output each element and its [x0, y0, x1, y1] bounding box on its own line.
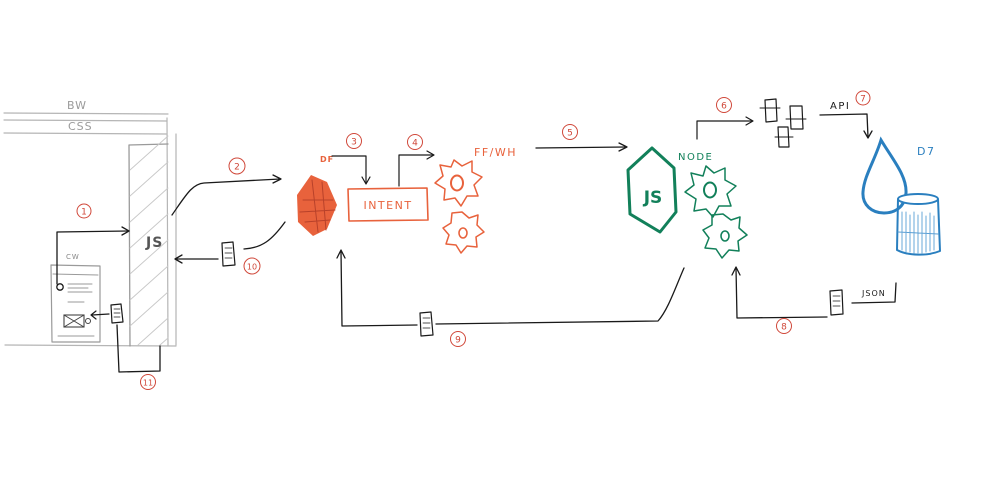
svg-text:5: 5 — [567, 129, 573, 139]
svg-text:3: 3 — [351, 138, 357, 148]
cw-label: CW — [66, 253, 80, 261]
envelope-icon — [63, 314, 85, 328]
cw-radio-icon — [56, 283, 64, 291]
node-label: NODE — [678, 152, 713, 163]
step-badge: 1 — [76, 203, 92, 219]
step-badge: 5 — [562, 124, 578, 140]
svg-text:1: 1 — [81, 208, 87, 218]
layer-bw-label: BW — [67, 99, 87, 112]
drupal-drop-icon — [861, 136, 908, 215]
js-layer-label: JS — [145, 235, 163, 251]
nodejs-hexagon-icon: JS — [626, 146, 678, 234]
arrow-step-7 — [819, 113, 869, 138]
step-badge: 10 — [243, 257, 261, 275]
ffwh-label: FF/WH — [474, 146, 517, 159]
document-icon — [419, 311, 434, 337]
node-js-label: JS — [643, 188, 663, 208]
database-cylinder-icon — [896, 193, 941, 256]
step-badge: 6 — [716, 97, 732, 113]
d7-label: D7 — [917, 145, 935, 158]
step-badge: 4 — [407, 134, 423, 150]
gear-icon — [442, 211, 485, 254]
api-label: API — [830, 101, 850, 112]
gear-icon — [702, 213, 748, 259]
gear-icon — [434, 159, 483, 207]
arrow-step-5 — [535, 146, 627, 149]
intent-box: INTENT — [347, 187, 429, 222]
df-label: DF — [320, 155, 334, 164]
svg-text:10: 10 — [247, 263, 257, 272]
arrow-step-8 — [851, 282, 897, 304]
js-layer-column: JS — [128, 135, 169, 347]
svg-text:2: 2 — [234, 163, 240, 173]
gear-icon — [684, 165, 737, 218]
svg-text:6: 6 — [721, 102, 727, 112]
intent-label: INTENT — [363, 199, 412, 212]
step-badge: 2 — [228, 157, 246, 175]
svg-text:9: 9 — [455, 336, 461, 346]
json-label: JSON — [861, 289, 886, 298]
step-badge: 9 — [450, 331, 466, 347]
layer-css-label: CSS — [68, 120, 93, 133]
polymer-hexagon-icon — [297, 175, 337, 236]
step-badge: 3 — [346, 133, 362, 149]
arrow-step-9 — [435, 267, 685, 325]
browser-window: BW CSS JS CW — [3, 99, 177, 347]
arrow-step-2 — [171, 178, 281, 216]
document-icon — [110, 303, 124, 324]
svg-text:8: 8 — [781, 323, 787, 333]
svg-text:7: 7 — [860, 95, 866, 105]
document-icon — [829, 289, 844, 316]
step-badge: 8 — [776, 318, 792, 334]
request-docs-icon — [759, 98, 807, 148]
arrow-step-1 — [56, 230, 129, 285]
svg-text:11: 11 — [143, 379, 153, 388]
step-badge: 7 — [855, 90, 871, 106]
document-icon — [221, 241, 236, 267]
step-badge: 11 — [140, 374, 156, 390]
cw-dot-icon — [85, 318, 91, 324]
svg-text:4: 4 — [412, 139, 418, 149]
arrow-step-10 — [243, 221, 286, 250]
client-window: CW — [50, 253, 101, 343]
arrow-step-11 — [116, 324, 161, 373]
